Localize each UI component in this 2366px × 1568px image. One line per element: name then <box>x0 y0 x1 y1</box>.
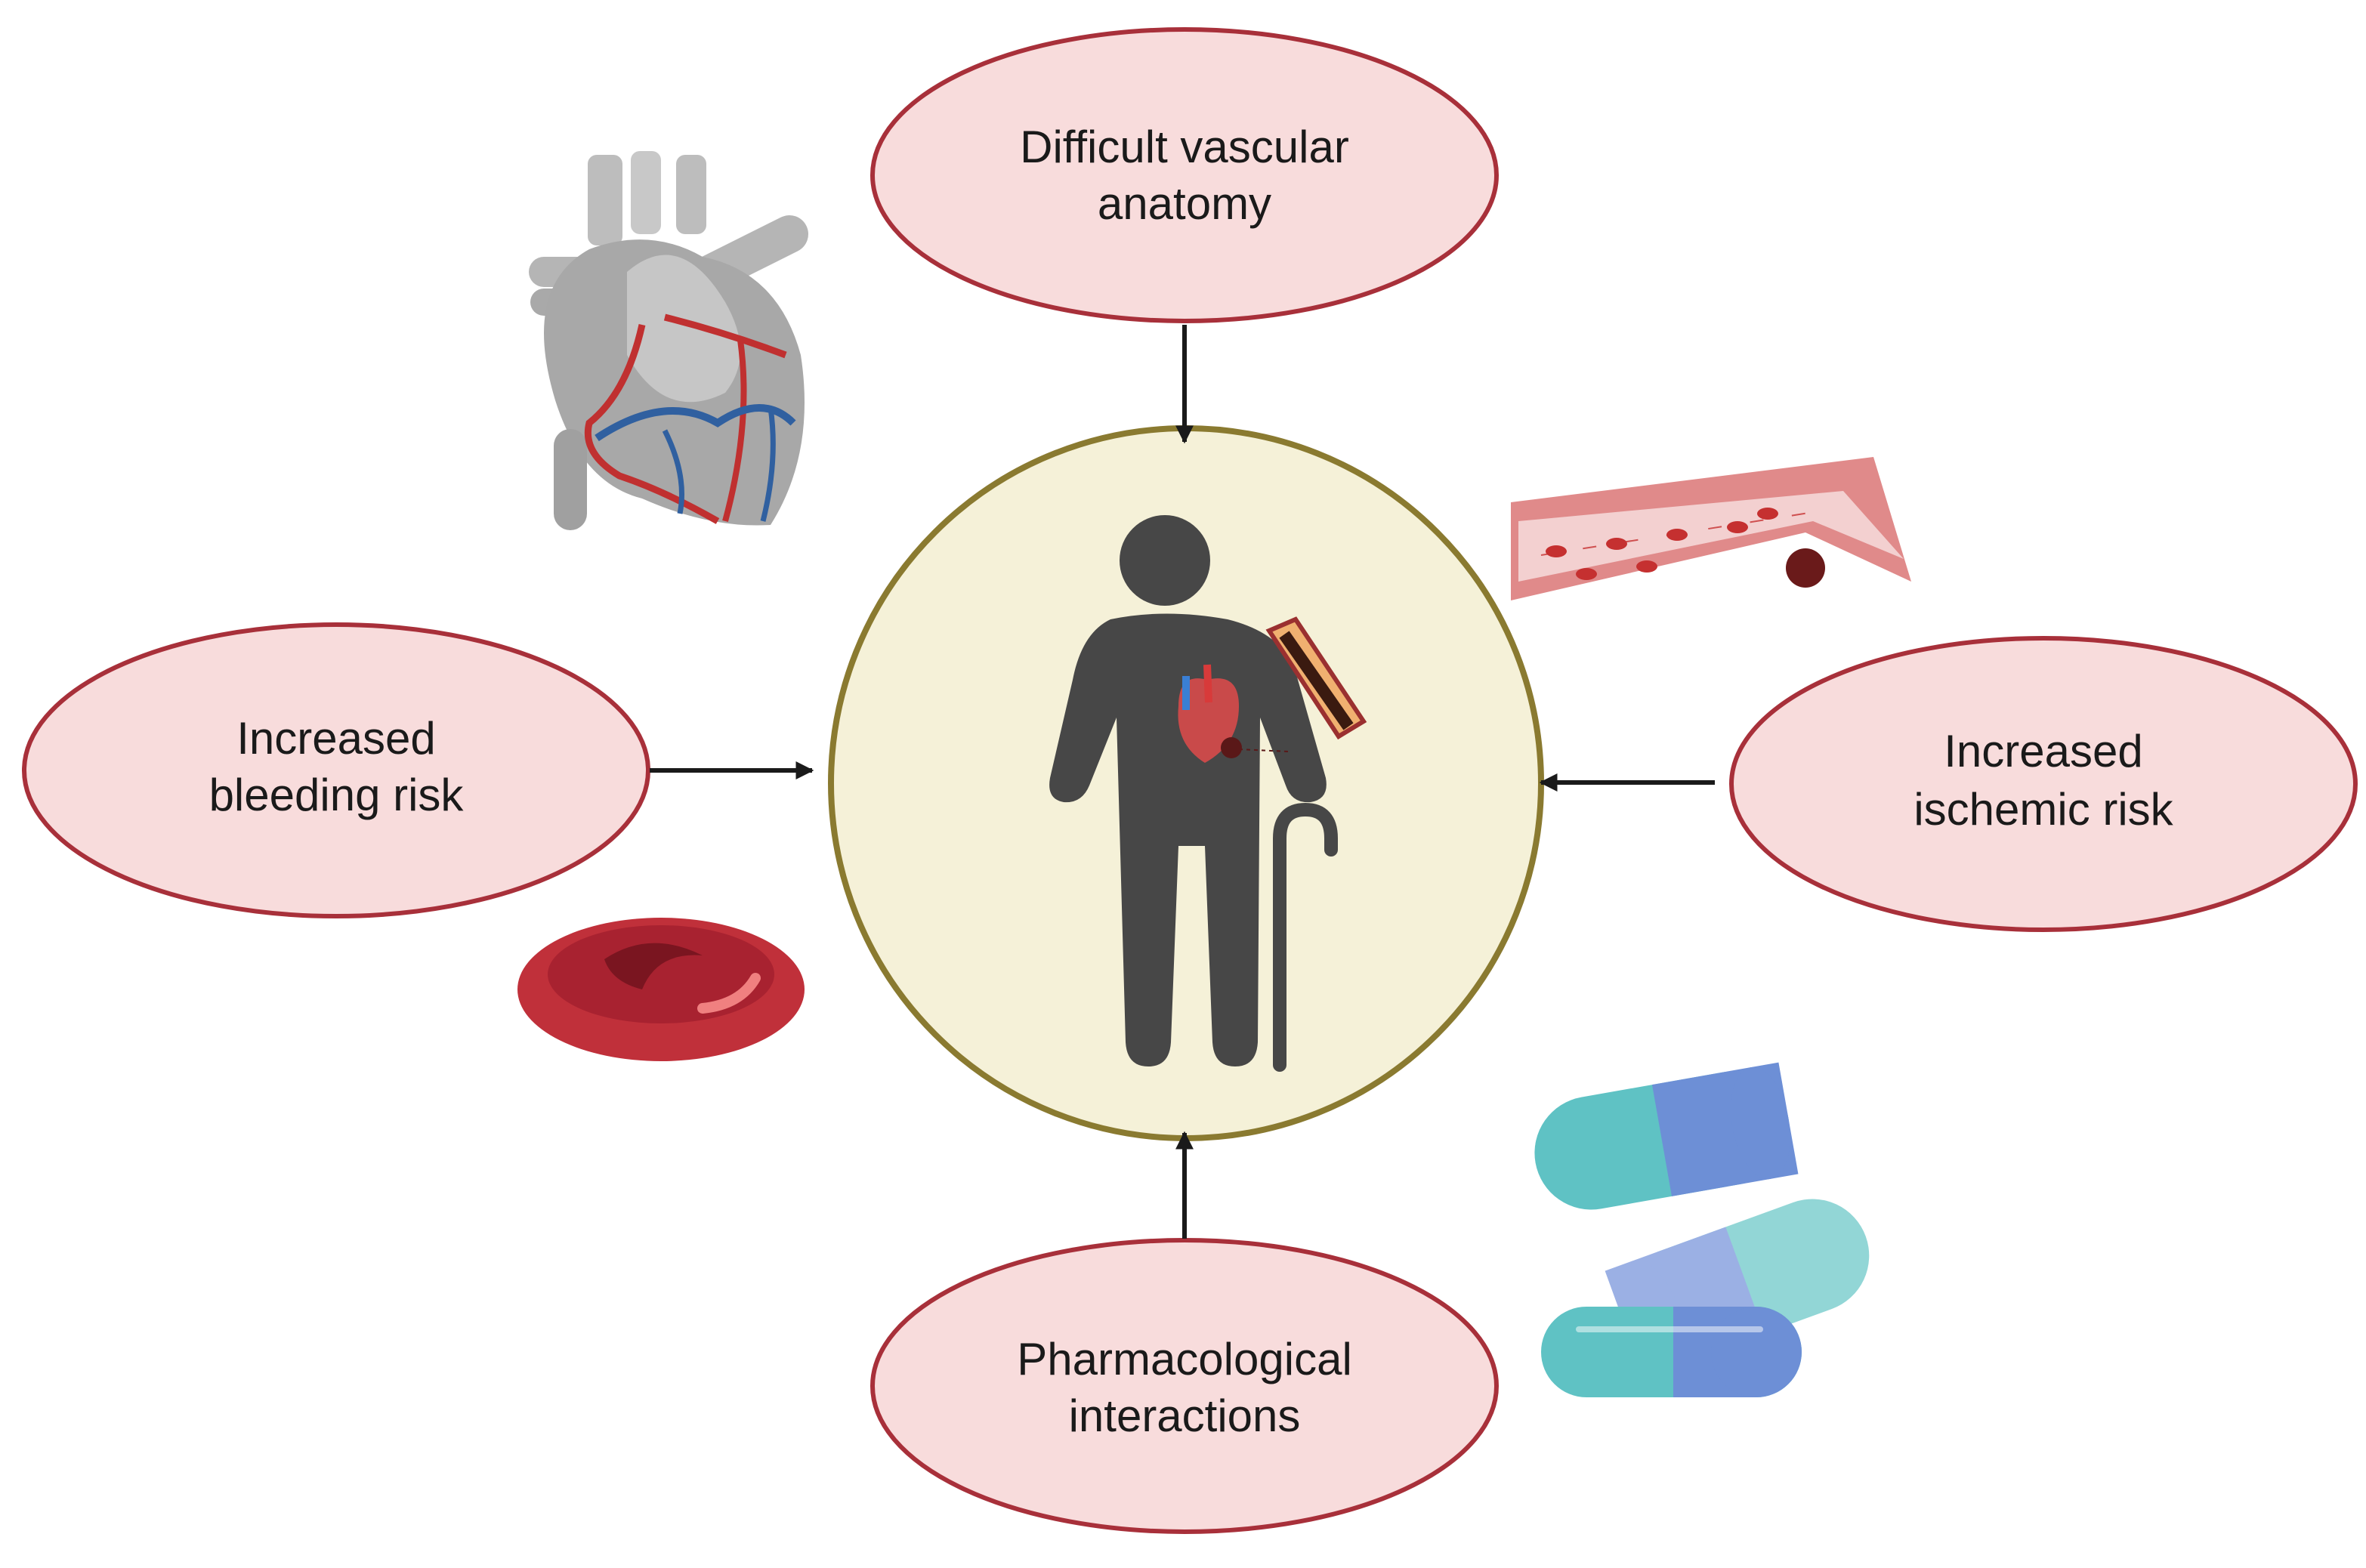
node-left-line2: bleeding risk <box>209 770 465 820</box>
node-right-line1: Increased <box>1944 726 2143 776</box>
node-top-line1: Difficult vascular <box>1020 122 1349 172</box>
node-increased-ischemic-risk <box>1729 636 2358 932</box>
artery-plaque-icon <box>1511 457 1911 600</box>
node-bottom-line2: interactions <box>1069 1391 1301 1441</box>
node-right-line2: ischemic risk <box>1913 784 2173 835</box>
node-left-line1: Increased <box>236 713 436 764</box>
elderly-patient-with-cane-icon <box>1049 515 1338 1072</box>
node-difficult-vascular-anatomy <box>870 27 1499 323</box>
node-pharmacological-interactions <box>870 1238 1499 1534</box>
shoulder-artery-icon <box>1265 616 1367 740</box>
capsules-icon <box>1534 1062 1870 1397</box>
heart-on-chest-icon <box>1178 664 1289 763</box>
red-blood-cell-icon <box>517 918 805 1061</box>
node-increased-bleeding-risk <box>22 622 650 918</box>
node-top-line2: anatomy <box>1098 178 1271 229</box>
heart-anatomy-icon <box>529 151 808 530</box>
node-bottom-line1: Pharmacological <box>1017 1334 1352 1384</box>
